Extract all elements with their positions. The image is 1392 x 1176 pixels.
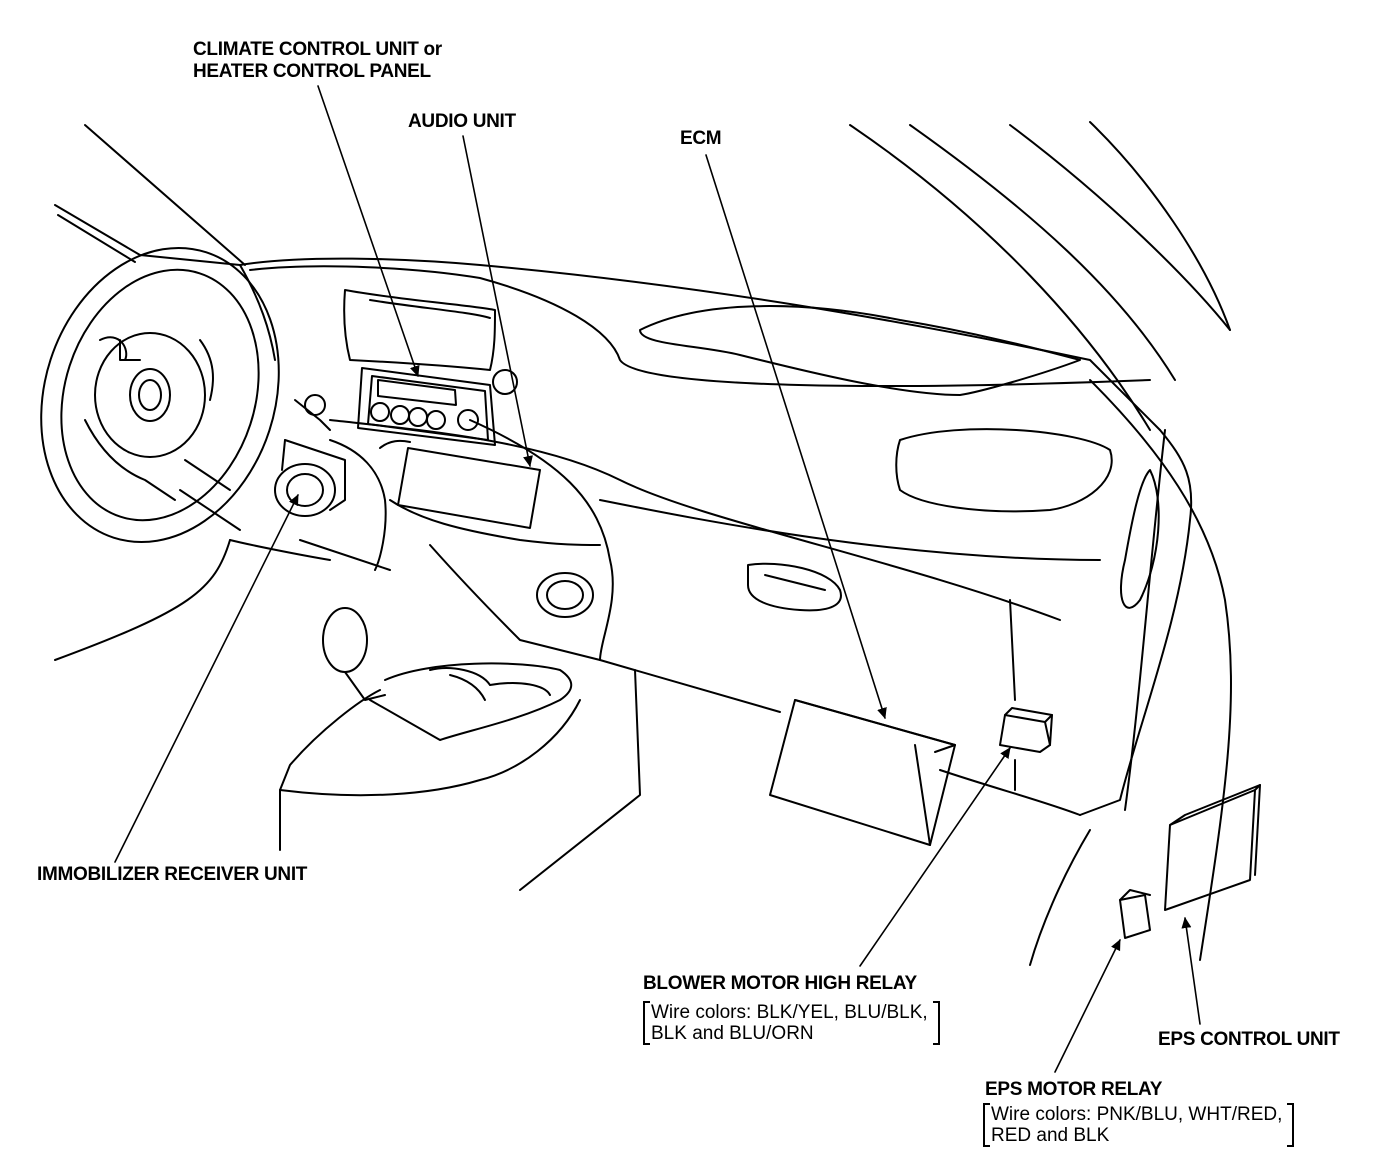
leader-climate — [317, 85, 420, 377]
leader-ecm — [705, 154, 887, 719]
leader-audio — [462, 135, 533, 467]
audio-unit-label: AUDIO UNIT — [408, 111, 516, 132]
audio-unit-shape — [379, 439, 601, 546]
center-vent-shape — [429, 544, 601, 661]
blower-wire-colors-note: Wire colors: BLK/YEL, BLU/BLK, BLK and B… — [643, 1001, 940, 1045]
blower-motor-relay-label: BLOWER MOTOR HIGH RELAY — [643, 973, 917, 994]
eps-motor-relay-shape — [1119, 889, 1151, 939]
immobilizer-receiver-shape — [274, 394, 391, 571]
steering-wheel — [40, 246, 331, 661]
eps-wire-colors-note: Wire colors: PNK/BLU, WHT/RED, RED and B… — [983, 1103, 1295, 1147]
eps-wire-colors-line1: Wire colors: PNK/BLU, WHT/RED, — [991, 1104, 1283, 1125]
shift-lever-console — [279, 607, 641, 891]
leader-immobilizer — [114, 494, 299, 863]
eps-motor-relay-label: EPS MOTOR RELAY — [985, 1079, 1163, 1100]
blower-wire-colors-line1: Wire colors: BLK/YEL, BLU/BLK, — [651, 1002, 928, 1023]
dashboard-outline — [239, 257, 1193, 816]
leader-eps-motor — [1054, 939, 1121, 1073]
eps-control-unit-shape — [1164, 784, 1261, 911]
immobilizer-receiver-label: IMMOBILIZER RECEIVER UNIT — [37, 864, 308, 885]
windshield-outline — [54, 121, 1231, 431]
ecm-box-shape — [769, 699, 956, 846]
climate-control-panel-shape — [357, 367, 496, 446]
climate-control-label-line2: HEATER CONTROL PANEL — [193, 61, 431, 82]
eps-control-unit-label: EPS CONTROL UNIT — [1158, 1029, 1340, 1050]
climate-control-label-line1: CLIMATE CONTROL UNIT or — [193, 39, 442, 60]
leader-blower — [859, 747, 1011, 967]
blower-motor-relay-shape — [999, 707, 1053, 753]
eps-wire-colors-line2: RED and BLK — [991, 1125, 1110, 1146]
leader-eps-control — [1181, 917, 1201, 1025]
ecm-label: ECM — [680, 128, 722, 149]
door-outline — [1029, 379, 1232, 966]
leader-lines — [114, 85, 1201, 1073]
climate-control-label: CLIMATE CONTROL UNIT or HEATER CONTROL P… — [193, 39, 442, 83]
blower-wire-colors-line2: BLK and BLU/ORN — [651, 1023, 814, 1044]
